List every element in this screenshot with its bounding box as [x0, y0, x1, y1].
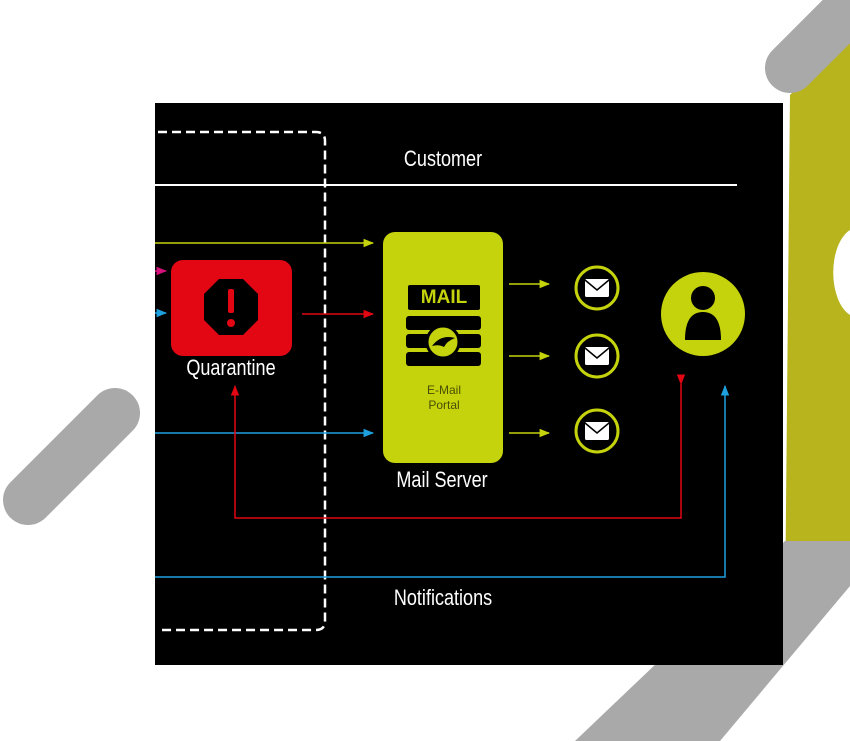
user-avatar-icon: [661, 272, 745, 356]
envelope-icon: [574, 265, 620, 311]
olive-backdrop-shape: [785, 30, 850, 610]
portal-line-1: E-Mail: [426, 383, 461, 397]
mail-icon-label: MAIL: [408, 285, 480, 310]
red-release-loop-arrow: [230, 374, 686, 519]
notifications-label: Notifications: [393, 585, 493, 610]
warning-octagon-icon: [204, 279, 258, 335]
bird-logo-icon: [425, 324, 461, 360]
blue-notification-arrow: [155, 384, 730, 578]
mail-server-node: [383, 232, 503, 463]
envelope-icon: [574, 408, 620, 454]
grey-stripe-top: [765, 0, 850, 93]
quarantine-label: Quarantine: [186, 355, 276, 380]
email-portal-label: E-Mail Portal: [404, 383, 484, 413]
mail-server-label: Mail Server: [396, 467, 488, 492]
portal-line-2: Portal: [428, 398, 460, 412]
backdrop-notch: [833, 230, 850, 315]
grey-stripe-left: [3, 388, 140, 525]
quarantine-node: [171, 260, 292, 356]
envelope-icon: [574, 333, 620, 379]
customer-label: Customer: [403, 146, 483, 171]
